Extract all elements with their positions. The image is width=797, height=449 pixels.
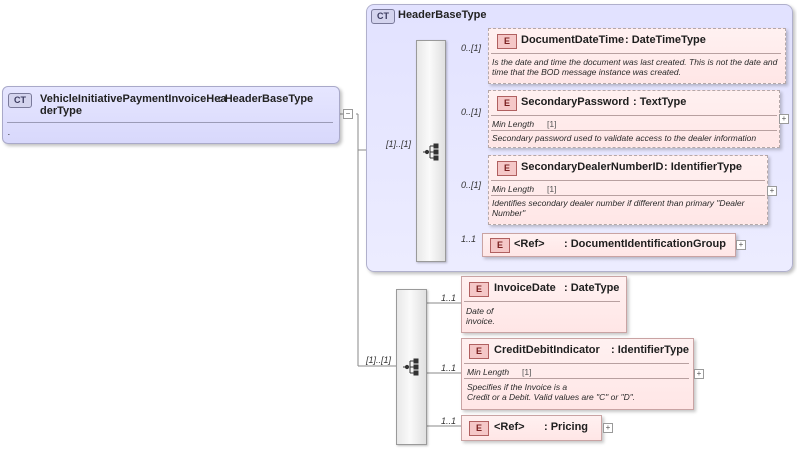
element-type: : IdentifierType <box>664 161 743 173</box>
complex-type-badge: CT <box>8 93 32 108</box>
divider <box>464 363 689 364</box>
element-name: SecondaryDealerNumberID <box>521 161 664 173</box>
sequence-compositor[interactable] <box>416 40 446 262</box>
element-multiplicity: 1..1 <box>441 363 457 373</box>
divider <box>491 53 781 54</box>
element-type: : Pricing <box>544 421 589 433</box>
element-badge: E <box>469 282 489 297</box>
element-type: : TextType <box>633 96 687 108</box>
element-badge: E <box>497 161 517 176</box>
element-name: InvoiceDate <box>494 282 556 294</box>
complex-type-badge: CT <box>371 9 395 24</box>
expand-toggle[interactable]: + <box>736 240 746 250</box>
facet-label: Min Length <box>492 119 535 129</box>
element-multiplicity: 0..[1] <box>461 43 482 53</box>
divider <box>7 122 333 123</box>
divider <box>464 378 689 379</box>
element-name: <Ref> <box>494 421 525 433</box>
facet-value: [1] <box>522 367 532 377</box>
element-badge: E <box>469 344 489 359</box>
element-badge: E <box>497 34 517 49</box>
divider <box>491 180 765 181</box>
element-multiplicity: 0..[1] <box>461 180 482 190</box>
header-base-type-title: HeaderBaseType <box>398 9 487 21</box>
element-secondary-password[interactable]: E SecondaryPassword : TextType Min Lengt… <box>488 90 780 148</box>
element-document-date-time[interactable]: E DocumentDateTime : DateTimeType Is the… <box>488 28 786 84</box>
sequence-multiplicity: [1]..[1] <box>366 355 392 365</box>
facet-label: Min Length <box>467 367 510 377</box>
element-description: Specifies if the Invoice is a Credit or … <box>467 382 636 402</box>
sequence-icon <box>403 358 419 376</box>
element-badge: E <box>490 238 510 253</box>
element-badge: E <box>469 421 489 436</box>
element-description: Date of invoice. <box>466 306 495 326</box>
divider <box>491 115 777 116</box>
divider <box>464 301 620 302</box>
element-name: CreditDebitIndicator <box>494 344 600 356</box>
element-invoice-date[interactable]: E InvoiceDate : DateType Date of invoice… <box>461 276 627 333</box>
element-multiplicity: 0..[1] <box>461 107 482 117</box>
element-name: <Ref> <box>514 238 545 250</box>
facet-label: Min Length <box>492 184 535 194</box>
divider <box>491 195 765 196</box>
expand-toggle[interactable]: + <box>603 423 613 433</box>
element-name: DocumentDateTime <box>521 34 625 46</box>
element-type: : IdentifierType <box>611 344 690 356</box>
facet-value: [1] <box>547 119 557 129</box>
root-type-name: VehicleInitiativePaymentInvoiceHea derTy… <box>40 93 227 117</box>
element-multiplicity: 1..1 <box>461 234 477 244</box>
element-description: Identifies secondary dealer number if di… <box>492 198 745 218</box>
element-type: : DateType <box>564 282 620 294</box>
sequence-multiplicity: [1]..[1] <box>386 139 412 149</box>
collapse-toggle[interactable]: − <box>343 109 353 119</box>
root-base-type: : HeaderBaseType <box>218 93 314 105</box>
expand-toggle[interactable]: + <box>694 369 704 379</box>
divider <box>491 130 777 131</box>
element-multiplicity: 1..1 <box>441 416 457 426</box>
sequence-compositor[interactable] <box>396 289 427 445</box>
element-badge: E <box>497 96 517 111</box>
element-description: Is the date and time the document was la… <box>492 57 778 77</box>
sequence-icon <box>423 143 439 161</box>
element-type: : DateTimeType <box>625 34 706 46</box>
expand-toggle[interactable]: + <box>767 186 777 196</box>
root-description: . <box>8 127 11 137</box>
element-name: SecondaryPassword <box>521 96 630 108</box>
element-type: : DocumentIdentificationGroup <box>564 238 726 250</box>
element-ref-document-identification-group[interactable]: E <Ref> : DocumentIdentificationGroup <box>482 233 736 257</box>
element-multiplicity: 1..1 <box>441 293 457 303</box>
element-description: Secondary password used to validate acce… <box>492 133 757 143</box>
element-credit-debit-indicator[interactable]: E CreditDebitIndicator : IdentifierType … <box>461 338 694 410</box>
element-ref-pricing[interactable]: E <Ref> : Pricing <box>461 415 602 441</box>
facet-value: [1] <box>547 184 557 194</box>
element-secondary-dealer-number-id[interactable]: E SecondaryDealerNumberID : IdentifierTy… <box>488 155 768 225</box>
root-complex-type[interactable]: CT VehicleInitiativePaymentInvoiceHea de… <box>2 86 340 144</box>
expand-toggle[interactable]: + <box>779 114 789 124</box>
